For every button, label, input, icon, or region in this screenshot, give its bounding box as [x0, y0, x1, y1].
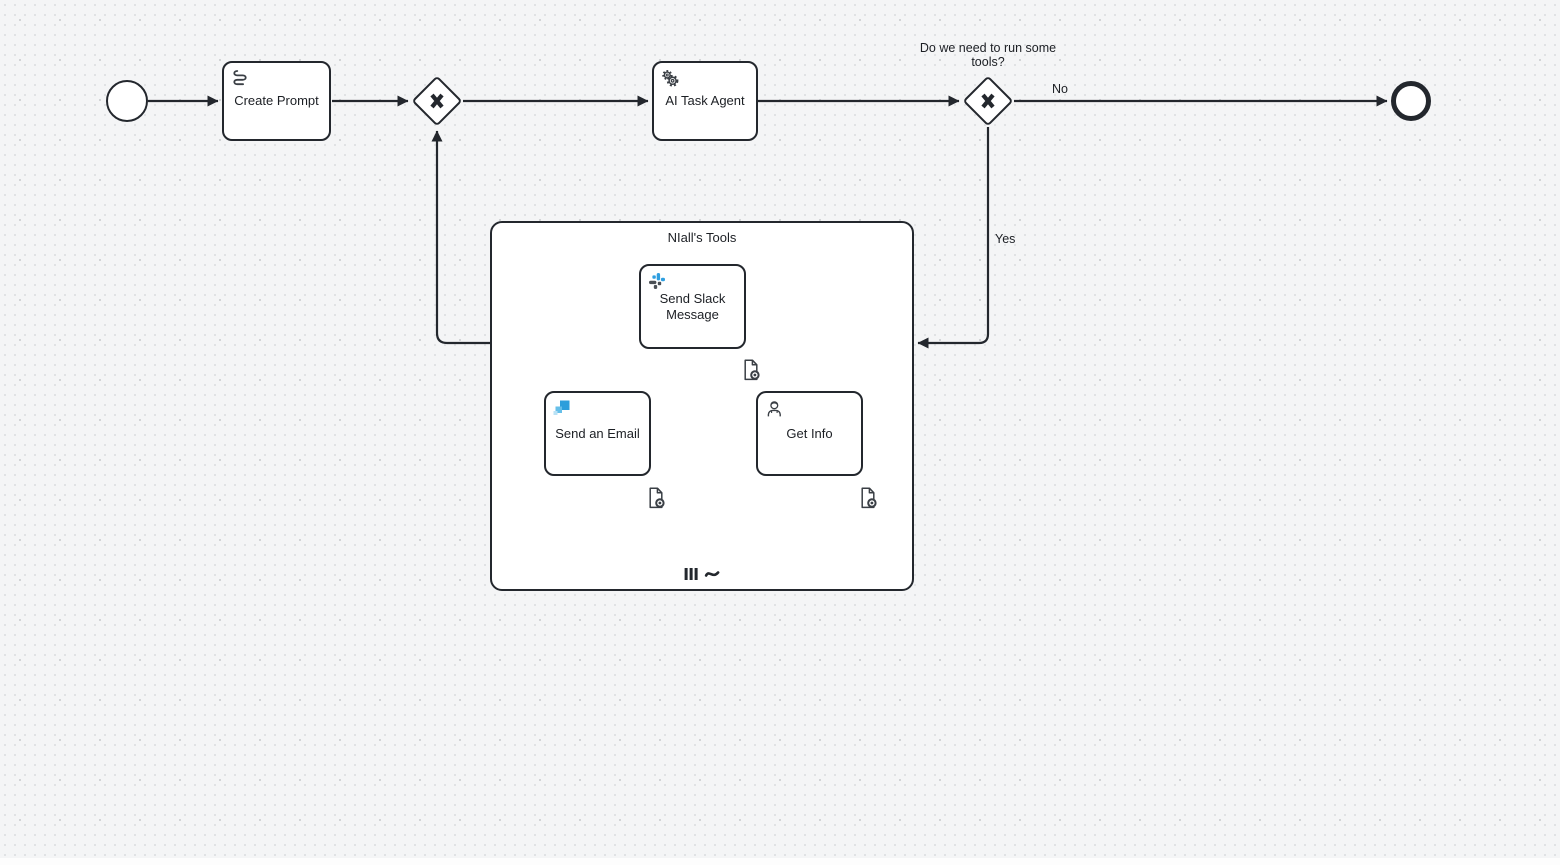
task-send-slack-message[interactable]: Send Slack Message	[639, 264, 746, 349]
flow-subprocess-to-gateway1[interactable]	[431, 130, 490, 345]
subprocess-title: NIall's Tools	[667, 230, 737, 245]
task-ai-task-agent[interactable]: AI Task Agent	[652, 61, 758, 141]
gears-icon	[662, 70, 679, 87]
flow-label-yes[interactable]: Yes	[995, 232, 1016, 246]
gateway2-question-label[interactable]: Do we need to run some tools?	[919, 41, 1057, 69]
task-label: Send Slack Message	[659, 291, 726, 322]
task-label: Send an Email	[555, 425, 640, 441]
task-label: AI Task Agent	[665, 93, 745, 109]
subprocess-markers	[684, 565, 720, 583]
adhoc-tilde-icon	[704, 570, 720, 577]
document-eye-icon	[744, 359, 760, 381]
task-send-an-email[interactable]: Send an Email	[544, 391, 651, 476]
task-get-info[interactable]: Get Info	[756, 391, 863, 476]
user-icon	[767, 401, 781, 417]
subprocess-nialls-tools[interactable]: NIall's Tools Send Slack Message	[490, 221, 914, 591]
x-marker-icon	[981, 93, 995, 109]
exclusive-gateway-2[interactable]	[962, 75, 1014, 127]
slack-icon	[649, 273, 665, 289]
start-event[interactable]	[106, 80, 148, 122]
task-label: Create Prompt	[234, 93, 319, 109]
document-eye-icon	[649, 487, 665, 509]
flow-yes-to-subprocess[interactable]	[917, 127, 990, 349]
task-create-prompt[interactable]: Create Prompt	[222, 61, 331, 141]
email-squares-icon	[553, 400, 570, 415]
task-label: Get Info	[786, 425, 833, 441]
end-event[interactable]	[1391, 81, 1431, 121]
document-eye-icon	[861, 487, 877, 509]
multi-instance-parallel-icon	[684, 568, 698, 580]
script-icon	[233, 70, 247, 86]
flow-label-no[interactable]: No	[1052, 82, 1068, 96]
x-marker-icon	[430, 93, 444, 109]
bottom-scrollbar-track[interactable]	[0, 858, 1560, 865]
exclusive-gateway-1[interactable]	[411, 75, 463, 127]
